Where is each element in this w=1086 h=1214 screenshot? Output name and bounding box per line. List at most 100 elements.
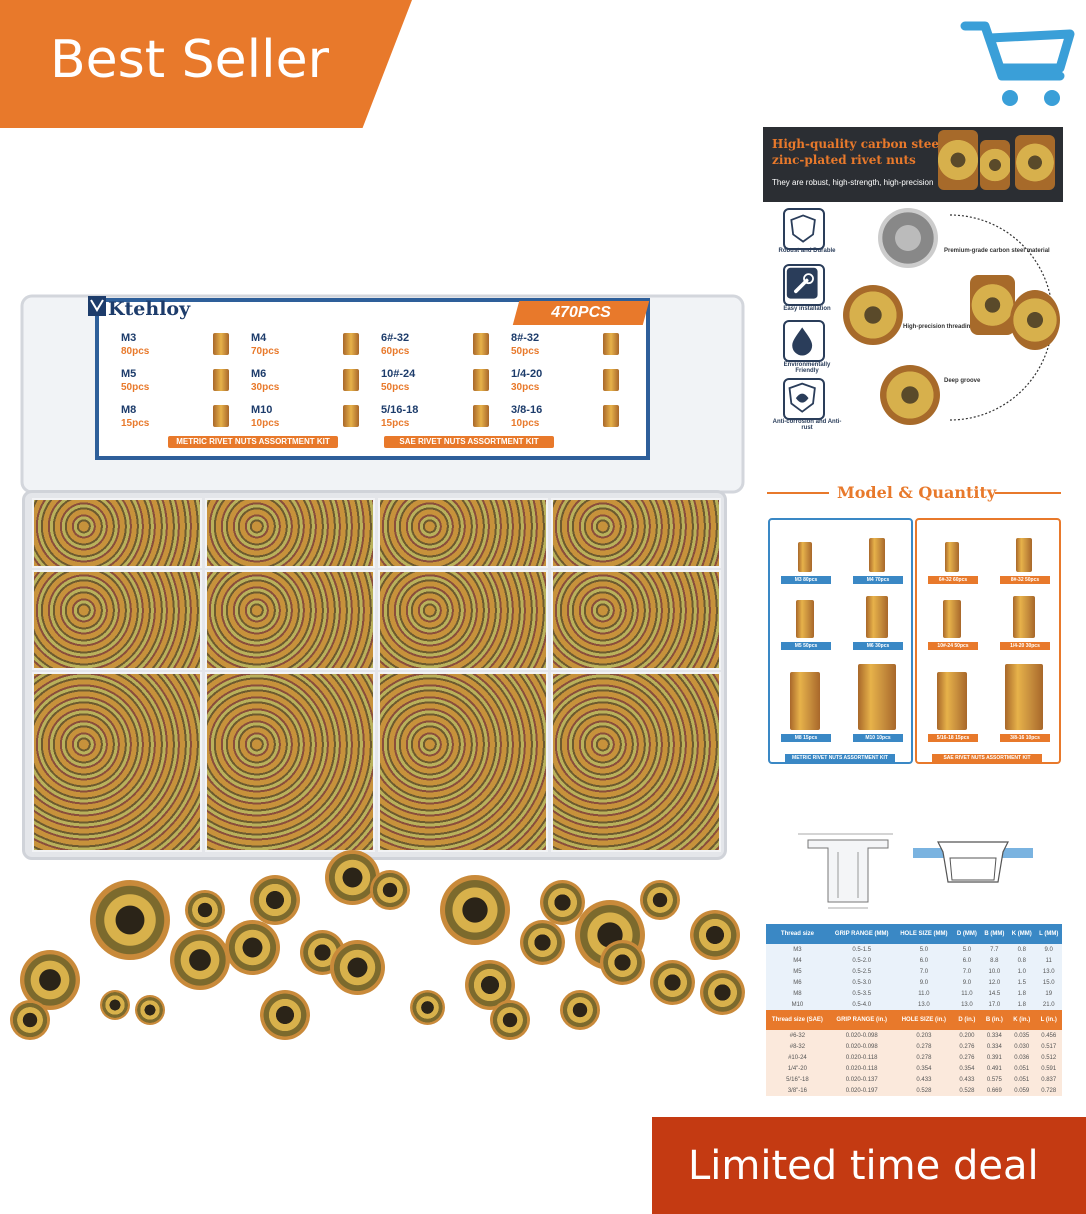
rivet-nut-icon	[473, 405, 489, 427]
table-cell: 13.0	[1042, 968, 1055, 975]
table-cell: 0.8	[1017, 946, 1026, 953]
table-cell: 0.5-2.5	[852, 968, 872, 975]
size-label: M3	[121, 332, 137, 344]
model-size-label: M8 15pcs	[781, 734, 831, 742]
table-cell: 9.0	[1044, 946, 1053, 953]
rivet-nut	[10, 1000, 50, 1040]
rivet-nut-icon	[945, 542, 959, 572]
table-cell: #10-24	[788, 1054, 807, 1061]
model-size: M10	[865, 735, 876, 741]
table-cell: M4	[793, 957, 802, 964]
tray-compartment	[378, 570, 548, 670]
rivet-nut	[100, 990, 130, 1020]
rivet-nut	[640, 880, 680, 920]
model-size-label: 3/8-16 10pcs	[1000, 734, 1050, 742]
rivet-nut-icon	[1013, 596, 1035, 638]
pcs-label: 15pcs	[381, 418, 410, 429]
rivet-nut-icon	[343, 333, 359, 355]
rivet-nut-icon	[603, 333, 619, 355]
threading-image	[843, 285, 903, 345]
table-cell: 0.035	[1014, 1032, 1030, 1039]
model-size-label: 10#-24 50pcs	[928, 642, 978, 650]
model-size-label: 5/16-18 15pcs	[928, 734, 978, 742]
metric-footer: METRIC RIVET NUTS ASSORTMENT KIT	[785, 754, 895, 762]
info-header	[763, 127, 1063, 202]
rivet-nut	[700, 970, 745, 1015]
feature-label: Anti-corrosion and Anti-rust	[772, 419, 842, 431]
rivet-nut-image	[970, 275, 1015, 335]
rivet-nut	[600, 940, 645, 985]
rivet-nut-icon	[343, 369, 359, 391]
model-pcs: 30pcs	[875, 643, 890, 649]
table-cell: 0.020-0.137	[845, 1076, 878, 1083]
rivet-nut	[690, 910, 740, 960]
table-cell: 6.0	[919, 957, 929, 964]
shopping-cart-icon[interactable]	[960, 6, 1080, 116]
rivet-nut-icon	[343, 405, 359, 427]
rivet-nut	[225, 920, 280, 975]
rivet-nut-dimension-diagram	[798, 833, 1033, 909]
table-header-cell: GRIP RANGE (MM)	[828, 924, 895, 944]
table-cell: 0.051	[1014, 1076, 1030, 1083]
table-cell: 0.528	[959, 1087, 975, 1094]
tray-compartment	[205, 570, 375, 670]
rivet-nut-icon	[473, 333, 489, 355]
table-cell: M3	[793, 946, 802, 953]
table-cell: 0.030	[1014, 1043, 1030, 1050]
table-cell: 0.276	[959, 1054, 975, 1061]
groove-image	[880, 365, 940, 425]
model-size: M5	[794, 643, 802, 649]
table-cell: 17.0	[988, 1001, 1001, 1008]
table-cell: 0.837	[1041, 1076, 1057, 1083]
table-cell: 6.0	[962, 957, 972, 964]
rivet-nut	[90, 880, 170, 960]
model-pcs: 70pcs	[875, 577, 890, 583]
table-cell: 11.0	[918, 990, 930, 997]
size-label: M6	[251, 368, 267, 380]
deal-label: Limited time deal	[688, 1143, 1039, 1189]
table-cell: 0.528	[916, 1087, 932, 1094]
table-cell: 0.020-0.098	[845, 1043, 878, 1050]
metric-kit-banner: METRIC RIVET NUTS ASSORTMENT KIT	[168, 436, 338, 448]
pcs-label: 15pcs	[121, 418, 150, 429]
table-header-cell: K (MM)	[1008, 924, 1036, 944]
callout-title: Deep groove	[944, 378, 981, 384]
table-cell: 0.669	[986, 1087, 1002, 1094]
header-nut-image	[1015, 135, 1055, 190]
pcs-label: 10pcs	[511, 418, 540, 429]
water-drop-icon	[783, 320, 825, 362]
rivet-nut	[650, 960, 695, 1005]
table-cell: 0.5-4.0	[852, 1001, 872, 1008]
callout-title: High-precision threading	[903, 324, 975, 330]
rivet-nut-icon	[213, 369, 229, 391]
pcs-label: 10pcs	[251, 418, 280, 429]
table-cell: 0.278	[916, 1043, 932, 1050]
size-label: 10#-24	[381, 368, 416, 380]
table-cell: 1/4"-20	[787, 1065, 807, 1072]
pcs-label: 50pcs	[511, 346, 540, 357]
table-header-cell: B (in.)	[980, 1010, 1009, 1030]
rivet-nut-image	[1010, 290, 1060, 350]
size-label: M8	[121, 404, 137, 416]
table-cell: 0.020-0.098	[845, 1032, 878, 1039]
table-cell: 0.512	[1041, 1054, 1057, 1061]
rivet-nut-icon	[866, 596, 888, 638]
sae-kit-banner: SAE RIVET NUTS ASSORTMENT KIT	[384, 436, 554, 448]
table-cell: 1.8	[1017, 990, 1026, 997]
model-size: 5/16-18	[936, 735, 954, 741]
table-cell: 7.7	[990, 946, 999, 953]
rivet-nut-icon	[1016, 538, 1032, 572]
rivet-nut-icon	[603, 405, 619, 427]
tray-compartment	[551, 570, 721, 670]
limited-time-deal-banner[interactable]: Limited time deal	[652, 1117, 1086, 1214]
pcs-label: 80pcs	[121, 346, 150, 357]
table-cell: 0.354	[959, 1065, 975, 1072]
